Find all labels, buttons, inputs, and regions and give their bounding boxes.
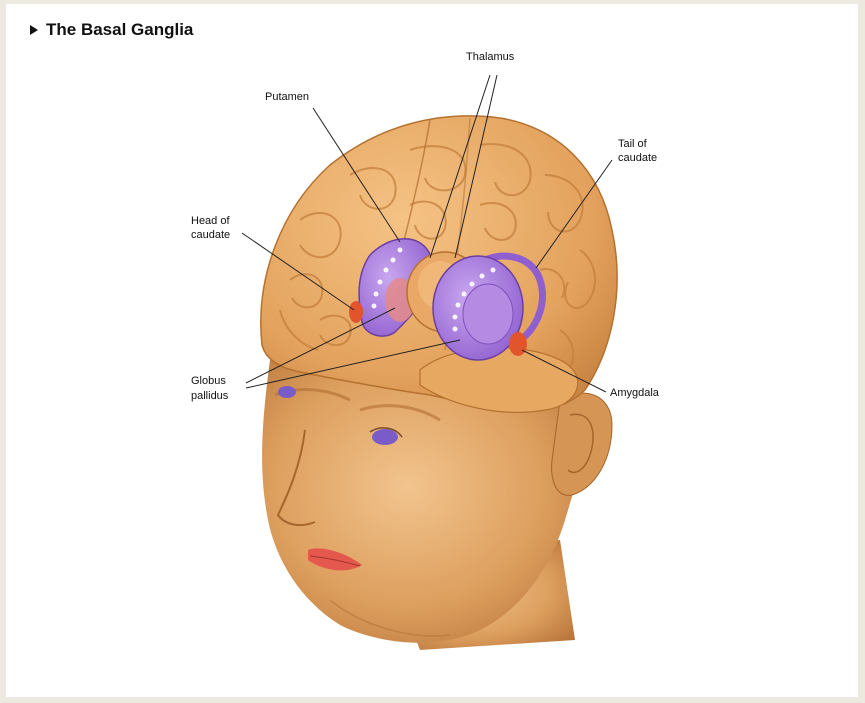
label-head-of-caudate-line2: caudate — [191, 229, 230, 241]
right-eye — [372, 429, 398, 445]
ear — [552, 393, 612, 495]
label-tail-of-caudate-line2: caudate — [618, 152, 657, 164]
label-putamen: Putamen — [265, 91, 309, 103]
label-globus-pallidus-line1: Globus — [191, 375, 226, 387]
label-globus-pallidus-line2: pallidus — [191, 390, 229, 402]
left-eye — [278, 386, 296, 398]
amygdala — [509, 332, 527, 356]
globus-pallidus-right — [463, 284, 513, 344]
head-of-caudate-spot — [349, 301, 363, 323]
label-head-of-caudate-line1: Head of — [191, 215, 230, 227]
label-thalamus: Thalamus — [466, 51, 515, 63]
label-amygdala: Amygdala — [610, 387, 660, 399]
label-tail-of-caudate-line1: Tail of — [618, 138, 648, 150]
